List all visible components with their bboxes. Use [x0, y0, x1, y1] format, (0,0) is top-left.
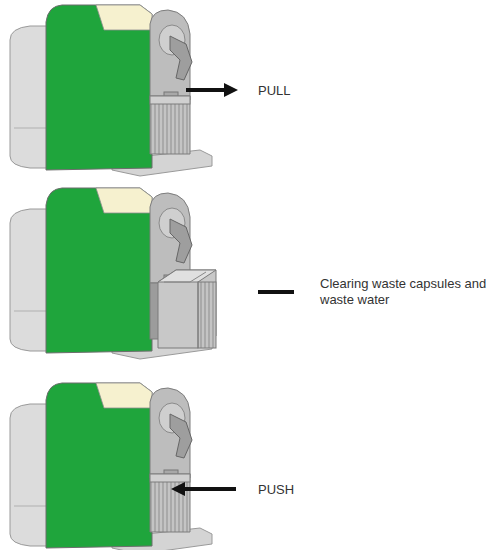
action-label: PUSH: [258, 482, 338, 498]
coffee-machine: [10, 5, 212, 176]
coffee-machine: [10, 383, 212, 550]
push-arrow: [171, 482, 236, 496]
pull-arrow: [186, 83, 238, 97]
action-label: PULL: [258, 83, 338, 99]
pointer-line: [258, 290, 294, 294]
step-note: Clearing waste capsules and waste water: [320, 276, 490, 308]
waste-drawer: [158, 270, 216, 348]
